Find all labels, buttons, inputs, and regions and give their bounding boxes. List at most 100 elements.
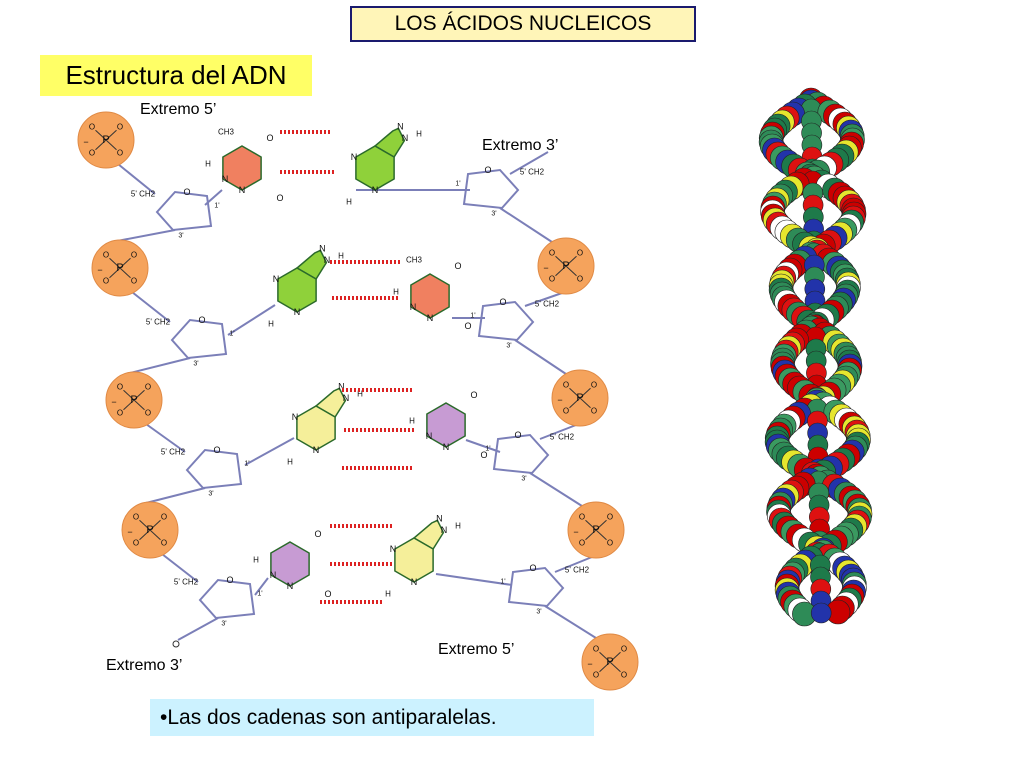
nitrogen-atom: N [287,581,294,591]
sugar-ring [477,300,535,342]
hydrogen-atom: H [455,522,461,531]
backbone-bond [125,357,191,375]
base-ring [222,145,262,191]
hydrogen-atom: H [409,417,415,426]
nitrogen-atom: N [338,381,345,391]
backbone-terminal [177,617,219,641]
glycosidic-bond [435,573,513,586]
oxygen-atom: O [549,249,555,258]
label-end5-bottom: Extremo 5’ [438,641,515,658]
hydrogen-atom: H [357,390,363,399]
nitrogen-atom: N [270,570,277,580]
oxygen-atom: O [131,251,137,260]
hydrogen-atom: H [287,458,293,467]
diagram-subtitle: Estructura del ADN [40,55,312,96]
bond [95,139,107,151]
methylene-label: 5' CH2 [520,168,545,177]
nitrogen-atom: N [441,525,448,535]
phosphorus-atom: P [606,656,613,668]
oxygen-atom: O [324,589,331,599]
oxygen-atom: O [266,133,273,143]
bond [119,267,131,279]
ring-oxygen: O [183,187,190,197]
bond [95,129,107,141]
backbone-bond [544,605,597,639]
oxygen-atom: O [464,321,471,331]
ring-oxygen: O [514,430,521,440]
slide-title: LOS ÁCIDOS NUCLEICOS [350,6,696,42]
bond [555,265,567,277]
base-ring [426,402,466,448]
nitrogen-atom: N [397,121,404,131]
backbone-bond [161,553,199,583]
hydrogen-atom: H [416,130,422,139]
deoxyribose: O1'3'5' CH2 [131,187,220,240]
nitrogen-atom: N [273,274,280,284]
bond [105,139,117,151]
dna-double-helix-model [758,87,873,627]
nitrogen-atom: N [372,185,379,195]
bond [565,265,577,277]
oxygen-atom: O [117,383,123,392]
glycosidic-bond [254,577,269,596]
charge-sign: − [127,527,132,537]
hydrogen-atom: H [205,160,211,169]
sugar-ring [198,578,256,620]
oxygen-atom: O [133,539,139,548]
carbon-3: 3' [221,621,226,628]
oxygen-atom: O [579,539,585,548]
ring-oxygen: O [484,165,491,175]
methyl-group: CH3 [218,128,235,137]
nitrogen-atom: N [411,577,418,587]
bond [599,661,611,673]
carbon-1: 1' [214,203,219,210]
oxygen-atom: O [563,407,569,416]
backbone-bond [117,163,156,195]
bond [149,529,161,541]
methylene-label: 5' CH2 [146,318,171,327]
oxygen-atom: O [276,193,283,203]
carbon-3: 3' [506,343,511,350]
charge-sign: − [557,395,562,405]
bond [555,255,567,267]
ring-oxygen: O [499,297,506,307]
sugar-phosphate-backbone [111,151,597,648]
oxygen-atom: O [145,383,151,392]
oxygen-atom: O [314,529,321,539]
bond [599,651,611,663]
backbone-bond [141,487,206,505]
deoxyribose: O1'3'5' CH2 [146,315,235,368]
oxygen-atom: O [131,277,137,286]
methylene-label: 5' CH2 [161,448,186,457]
bond [609,651,621,663]
oxygen-atom: O [607,513,613,522]
oxygen-atom: O [161,539,167,548]
base-ring [296,405,336,451]
backbone-bond [131,291,171,323]
bond [109,257,121,269]
bond [123,399,135,411]
charge-sign: − [587,659,592,669]
oxygen-atom: O [89,149,95,158]
ring-oxygen: O [213,445,220,455]
backbone-bond [145,423,186,453]
hydrogen-atom: H [268,320,274,329]
oxygen-atom: O [593,645,599,654]
terminal-oxygen [172,640,180,648]
bond [105,129,117,141]
oxygen-atom: O [161,513,167,522]
bond [585,519,597,531]
charge-sign: − [83,137,88,147]
hydrogen-atom: H [253,556,259,565]
sugar-ring [507,566,565,608]
carbon-3: 3' [193,361,198,368]
oxygen-atom: O [593,671,599,680]
phosphorus-atom: P [102,134,109,146]
deoxyribose: O1'3'5' CH2 [485,430,574,483]
